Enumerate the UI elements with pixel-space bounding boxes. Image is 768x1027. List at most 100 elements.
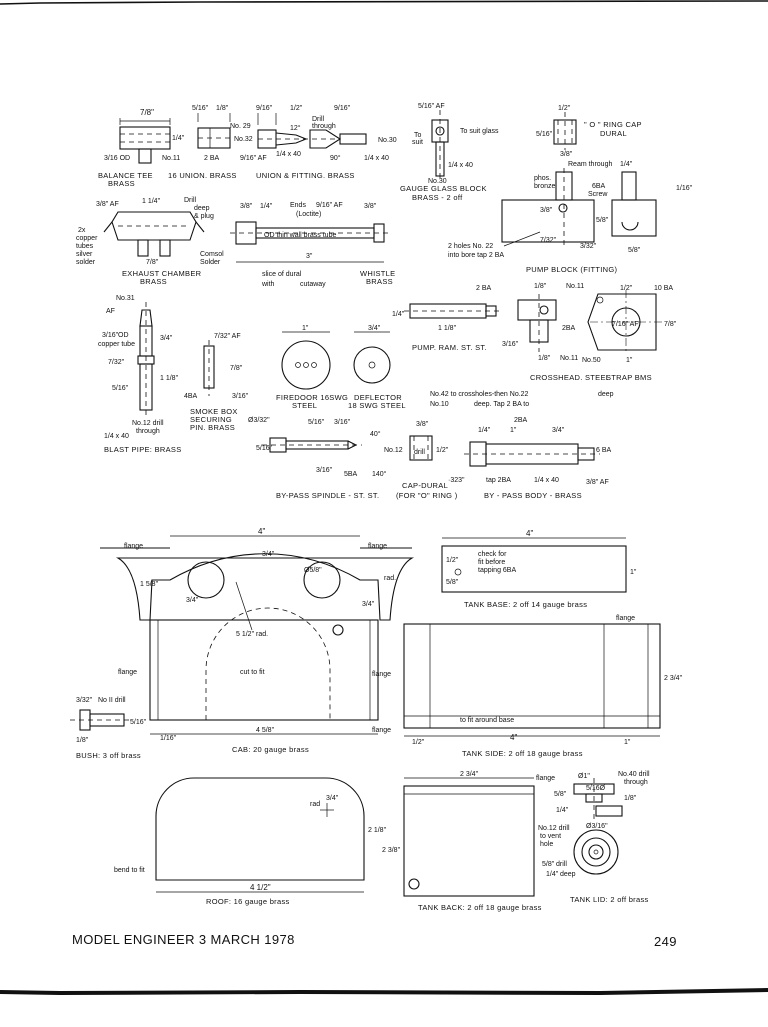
- dim-cab-window: Ø5/8": [304, 567, 322, 574]
- ring-cap-drawing: 1/2" 5/16" 3/8" " O " RING CAP DURAL: [536, 105, 642, 158]
- dim-tank-lid-deep: 1/4": [546, 871, 559, 878]
- dim-pump-block-6: 1/16": [676, 185, 693, 192]
- dim-tank-side-offset: 1/2": [412, 739, 425, 746]
- label-balance-tee-material: BRASS: [108, 179, 135, 188]
- label-bush: BUSH: 3 off brass: [76, 751, 141, 760]
- note-bush-drill: No II drill: [98, 697, 126, 704]
- note-gauge-glass-suit: To suit glass: [460, 128, 499, 135]
- label-cap-dural: CAP-DURAL: [402, 481, 448, 490]
- dim-tank-back-height: 2 3/8": [382, 847, 401, 854]
- dim-bypass-spindle-4: 3/16": [316, 467, 333, 474]
- scan-edge-marks: [0, 0, 768, 996]
- note-whistle-ends: Ends: [290, 202, 306, 209]
- dim-blast-pipe-1-1-8: 1 1/8": [160, 375, 179, 382]
- label-ring-cap: " O " RING CAP: [584, 120, 642, 129]
- label-pump-ram: PUMP. RAM. ST. ST.: [412, 343, 487, 352]
- dim-roof-rad: 3/4": [326, 795, 339, 802]
- roof-drawing: rad 3/4" 2 1/8" bend to fit 4 1/2" ROOF:…: [114, 777, 387, 906]
- bypass-body-drawing: No.42 to crossholes-then No.22 deep No.1…: [430, 391, 614, 500]
- note-gauge-glass-to: To: [414, 132, 422, 139]
- note-blast-pipe-through: through: [136, 428, 160, 435]
- label-firedoor-material: STEEL: [292, 401, 317, 410]
- dim-cap-dural-width: 3/8": [416, 421, 429, 428]
- note-whistle-loctite: (Loctite): [296, 211, 321, 218]
- dim-ring-cap-bore: 3/8": [560, 151, 573, 158]
- note-exhaust-solder: solder: [76, 259, 96, 266]
- dim-cab-top: 3/4": [262, 551, 275, 558]
- pump-block-drawing: Ream through 1/4" phos. bronze 6BA Screw…: [448, 161, 693, 274]
- cab-drawing: 4" 3/4" Ø5/8" flange flange 1 5/8" 3/4" …: [100, 527, 415, 754]
- dim-gauge-glass-af: 5/16" AF: [418, 103, 445, 110]
- note-bypass-body-deep: deep: [598, 391, 614, 398]
- label-union-fitting: UNION & FITTING. BRASS: [256, 171, 355, 180]
- label-tank-base: TANK BASE: 2 off 14 gauge brass: [464, 600, 587, 609]
- note-exhaust-2x: 2x: [78, 227, 86, 234]
- strap-drawing: 1/2" 10 BA 7/16" AF 7/8" No.50 1" STRAP …: [582, 285, 677, 382]
- note-exhaust-silver: silver: [76, 251, 93, 258]
- note-pump-block-bronze: bronze: [534, 183, 556, 190]
- gauge-glass-drawing: 5/16" AF To suit glass To suit 1/4 x 40 …: [400, 103, 499, 202]
- note-cab-flange-right: flange: [368, 543, 387, 550]
- dim-smoke-box-pin-af: 7/32" AF: [214, 333, 241, 340]
- note-cab-flange-bottom: flange: [372, 727, 391, 734]
- exhaust-chamber-drawing: 1 1/4" 3/8" AF Drill deep & plug 2x copp…: [76, 197, 214, 286]
- note-whistle-slice: slice of dural: [262, 271, 302, 278]
- note-cab-flange-left: flange: [124, 543, 143, 550]
- dim-bush-1: 3/32": [76, 697, 93, 704]
- note-tank-lid-hole: hole: [540, 841, 553, 848]
- dim-balance-tee-od: 3/16 OD: [104, 155, 130, 162]
- label-tank-lid: TANK LID: 2 off brass: [570, 895, 649, 904]
- label-gauge-glass-material: BRASS - 2 off: [412, 193, 463, 202]
- note-cab-cut-to-fit: cut to fit: [240, 669, 265, 676]
- dim-union-fitting-3: 9/16": [334, 105, 351, 112]
- note-blast-pipe-no31: No.31: [116, 295, 135, 302]
- dim-exhaust-chamber-bottom: 7/8": [146, 259, 159, 266]
- note-tank-lid-vent: to vent: [540, 833, 561, 840]
- note-gauge-glass-no30: No.30: [428, 178, 447, 185]
- note-whistle-solder: Solder: [200, 259, 221, 266]
- dim-pump-block-1: 3/8": [540, 207, 553, 214]
- dim-cab-step: 3/4": [362, 601, 375, 608]
- dim-firedoor-dia: 1": [302, 325, 309, 332]
- note-union-no29: No. 29: [230, 123, 251, 130]
- note-bypass-spindle-5ba: 5BA: [344, 471, 358, 478]
- dim-roof-height: 2 1/8": [368, 827, 387, 834]
- dim-tank-base-hole-2: 5/8": [446, 579, 459, 586]
- note-pump-block-ream: Ream through: [568, 161, 612, 168]
- dim-exhaust-chamber-length: 1 1/4": [142, 198, 161, 205]
- note-cab-rad-arch: 5 1/2" rad.: [236, 631, 268, 638]
- union-fitting-drawing: 9/16" 1/2" 9/16" 12° Drill through No.30…: [240, 105, 397, 180]
- note-pump-block-bore: into bore tap 2 BA: [448, 252, 504, 259]
- dim-union-fitting-angle: 12°: [290, 124, 301, 132]
- note-cab-flange-side-left: flange: [118, 669, 137, 676]
- dim-cab-width: 4": [258, 527, 265, 536]
- dim-whistle-2: 1/4": [260, 203, 273, 210]
- note-strap-no50: No.50: [582, 357, 601, 364]
- note-bypass-body-2ba: 2BA: [514, 417, 528, 424]
- crosshead-drawing: 1/8" No.11 2BA No.11 3/16" 1/8" CROSSHEA…: [502, 283, 610, 382]
- dim-bypass-spindle-3: 5/16": [256, 445, 273, 452]
- note-pump-block-screw: Screw: [588, 191, 608, 198]
- dim-pump-block-3: 7/32": [540, 237, 557, 244]
- label-cap-dural-2: (FOR "O" RING ): [396, 491, 458, 500]
- label-smoke-box-pin-3: PIN. BRASS: [190, 423, 235, 432]
- dim-tank-lid-outer: Ø1": [578, 773, 590, 780]
- dim-tank-lid-inner: 5/16Ø: [586, 785, 606, 792]
- note-whistle-cutaway: cutaway: [300, 281, 326, 288]
- dim-ring-cap-height: 5/16": [536, 131, 553, 138]
- dim-cab-offset: 1/16": [160, 735, 177, 742]
- dim-blast-pipe-af: AF: [106, 308, 115, 315]
- note-crosshead-no11-b: No.11: [560, 355, 578, 362]
- label-tank-back: TANK BACK: 2 off 18 gauge brass: [418, 903, 542, 912]
- note-blast-pipe-copper: copper tube: [98, 341, 135, 348]
- note-tank-side-flange: flange: [616, 615, 635, 622]
- note-tank-base-fit: fit before: [478, 559, 505, 566]
- label-ring-cap-material: DURAL: [600, 129, 627, 138]
- note-tank-lid-through: through: [624, 779, 648, 786]
- smoke-box-pin-drawing: 7/32" AF 7/8" 4BA 3/16" SMOKE BOX SECURI…: [184, 333, 249, 432]
- note-cap-dural-drill: drill: [414, 449, 425, 456]
- dim-strap-bore: 7/16" AF: [612, 321, 639, 328]
- dim-pump-ram-dia: 1/4": [392, 311, 405, 318]
- label-tank-side: TANK SIDE: 2 off 18 gauge brass: [462, 749, 583, 758]
